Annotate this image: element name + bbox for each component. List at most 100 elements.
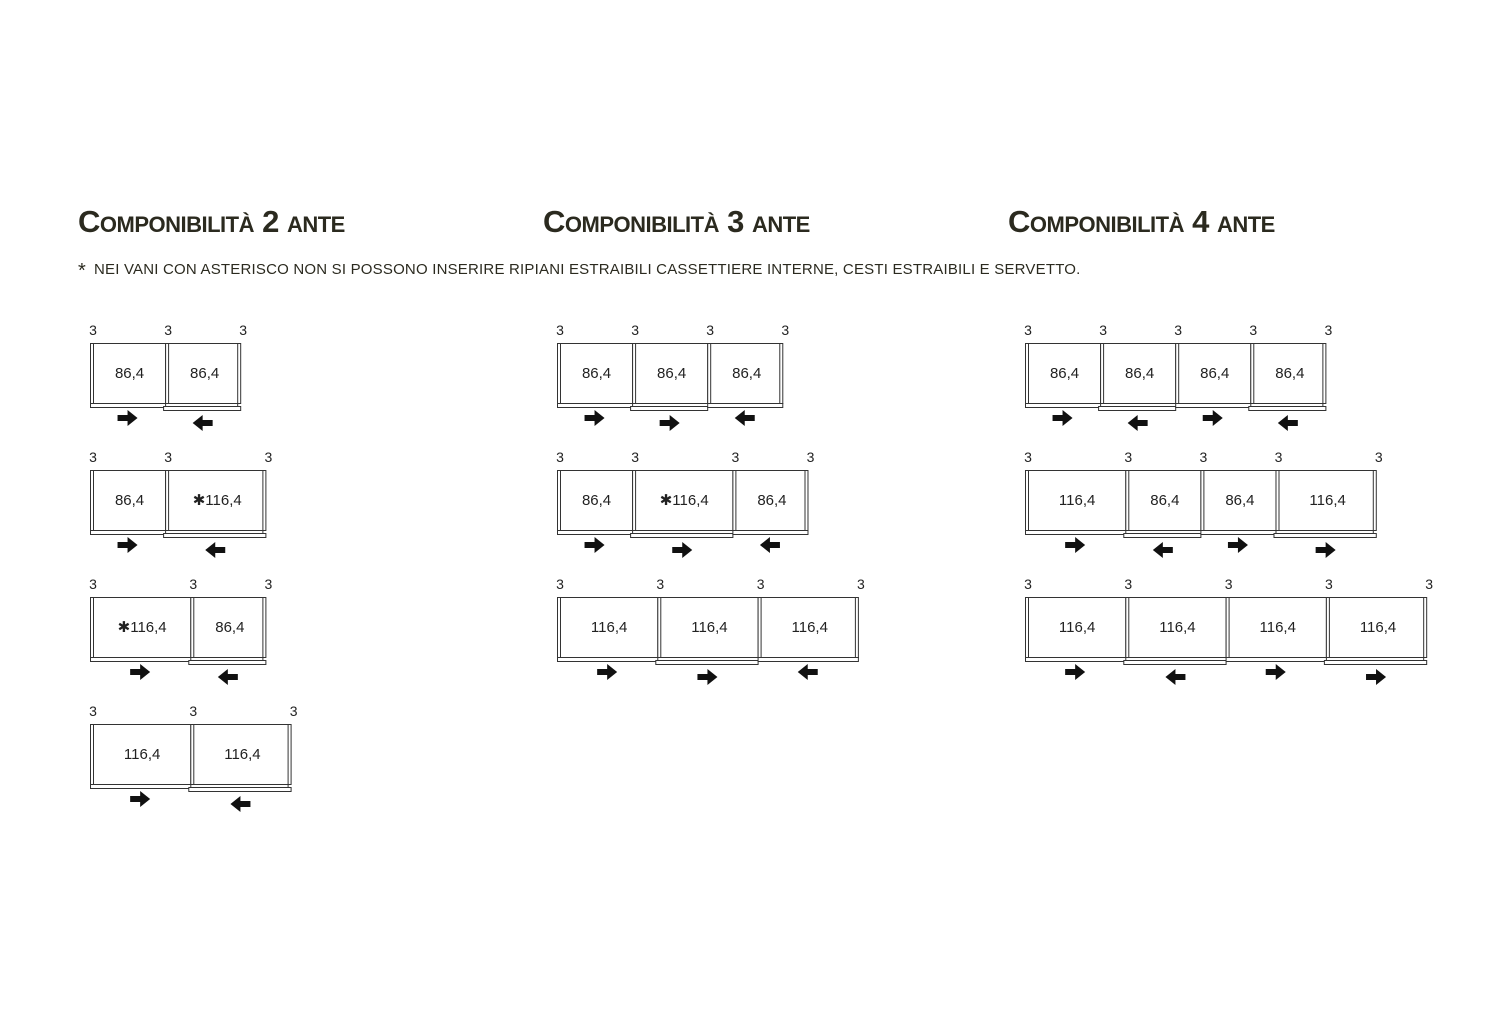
stile-width-label: 3 bbox=[731, 449, 739, 465]
door-panel: 86,4 bbox=[1123, 470, 1202, 558]
arrow-left-icon bbox=[230, 796, 251, 812]
stile-width-label: 3 bbox=[1199, 449, 1207, 465]
panel-frame bbox=[732, 470, 809, 531]
stile-width-label: 3 bbox=[1099, 322, 1107, 338]
stile-width-label: 3 bbox=[89, 449, 97, 465]
stile-width-label: 3 bbox=[164, 449, 172, 465]
panel-width-label: 86,4 bbox=[1200, 365, 1229, 382]
stile-width-label: 3 bbox=[656, 576, 664, 592]
panel-frame bbox=[632, 343, 709, 404]
door-panel: 86,4 bbox=[1025, 343, 1102, 426]
front-track bbox=[707, 403, 784, 408]
door-panel: 116,4 bbox=[557, 597, 659, 680]
panel-width-label: 116,4 bbox=[591, 619, 627, 636]
stile-width-label: 3 bbox=[556, 449, 564, 465]
rear-track bbox=[1273, 533, 1377, 538]
arrow-right-icon bbox=[659, 415, 680, 431]
door-panel: 86,4 bbox=[557, 343, 634, 426]
door-panel: 116,4 bbox=[1225, 597, 1327, 680]
arrow-right-icon bbox=[584, 537, 605, 553]
rear-track bbox=[1248, 406, 1327, 411]
panel-width-label: 116,4 bbox=[1059, 619, 1095, 636]
door-panel: 116,4 bbox=[1123, 597, 1227, 685]
arrow-right-icon bbox=[1366, 669, 1387, 685]
stile-width-label: 3 bbox=[1024, 449, 1032, 465]
stile-width-label: 3 bbox=[1249, 322, 1257, 338]
door-panel: 116,4 bbox=[188, 724, 292, 812]
door-panel: ✱116,4 bbox=[163, 470, 267, 558]
stile-width-label: 3 bbox=[189, 703, 197, 719]
arrow-left-icon bbox=[759, 537, 780, 553]
stile-width-label: 3 bbox=[89, 703, 97, 719]
arrow-right-icon bbox=[672, 542, 693, 558]
stile-width-label: 3 bbox=[1375, 449, 1383, 465]
arrow-left-icon bbox=[1127, 415, 1148, 431]
door-panel: 116,4 bbox=[655, 597, 759, 685]
stile-width-label: 3 bbox=[1425, 576, 1433, 592]
stile-width-label: 3 bbox=[1174, 322, 1182, 338]
front-track bbox=[90, 657, 192, 662]
door-panel: 86,4 bbox=[707, 343, 784, 426]
stile-width-label: 3 bbox=[1225, 576, 1233, 592]
panel-width-label: 116,4 bbox=[224, 746, 260, 763]
front-track bbox=[1025, 657, 1127, 662]
arrow-left-icon bbox=[217, 669, 238, 685]
door-panel: 116,4 bbox=[1323, 597, 1428, 685]
arrow-right-icon bbox=[117, 410, 138, 426]
arrow-left-icon bbox=[192, 415, 213, 431]
panel-width-label: 86,4 bbox=[582, 492, 611, 509]
stile-width-label: 3 bbox=[556, 322, 564, 338]
door-panel: 86,4 bbox=[163, 343, 242, 431]
front-track bbox=[757, 657, 859, 662]
arrow-right-icon bbox=[1065, 537, 1086, 553]
asterisk-note: *NEI VANI CON ASTERISCO NON SI POSSONO I… bbox=[78, 260, 1081, 283]
rear-track bbox=[163, 406, 242, 411]
rear-track bbox=[1123, 660, 1227, 665]
arrow-right-icon bbox=[584, 410, 605, 426]
note-text: NEI VANI CON ASTERISCO NON SI POSSONO IN… bbox=[93, 261, 1081, 278]
front-track bbox=[90, 403, 167, 408]
arrow-right-icon bbox=[1052, 410, 1073, 426]
stile-width-label: 3 bbox=[631, 322, 639, 338]
stile-width-label: 3 bbox=[164, 322, 172, 338]
panel-width-label: 116,4 bbox=[1159, 619, 1195, 636]
door-panel: ✱116,4 bbox=[90, 597, 192, 680]
arrow-left-icon bbox=[1277, 415, 1298, 431]
rear-track bbox=[655, 660, 759, 665]
panel-width-label: ✱116,4 bbox=[118, 619, 167, 636]
panel-frame bbox=[1025, 470, 1127, 531]
arrow-left-icon bbox=[797, 664, 818, 680]
door-panel: 86,4 bbox=[732, 470, 809, 553]
arrow-left-icon bbox=[734, 410, 755, 426]
stile-width-label: 3 bbox=[189, 576, 197, 592]
front-track bbox=[90, 530, 167, 535]
arrow-right-icon bbox=[1065, 664, 1086, 680]
front-track bbox=[1025, 403, 1102, 408]
panel-frame bbox=[1100, 343, 1177, 404]
arrow-right-icon bbox=[597, 664, 618, 680]
front-track bbox=[557, 530, 634, 535]
panel-width-label: 116,4 bbox=[1260, 619, 1296, 636]
panel-frame bbox=[557, 597, 659, 658]
panel-width-label: 86,4 bbox=[657, 365, 686, 382]
panel-frame bbox=[1125, 470, 1202, 531]
arrow-right-icon bbox=[1202, 410, 1223, 426]
arrow-right-icon bbox=[1315, 542, 1336, 558]
panel-frame bbox=[1250, 343, 1327, 404]
heading-3-ante: Componibilità 3 ante bbox=[543, 204, 810, 239]
panel-width-label: 86,4 bbox=[1125, 365, 1154, 382]
rear-track bbox=[630, 533, 734, 538]
front-track bbox=[1200, 530, 1277, 535]
panel-width-label: 86,4 bbox=[115, 492, 144, 509]
stile-width-label: 3 bbox=[781, 322, 789, 338]
panel-width-label: 86,4 bbox=[1050, 365, 1079, 382]
panel-width-label: 116,4 bbox=[792, 619, 828, 636]
stile-width-label: 3 bbox=[89, 576, 97, 592]
